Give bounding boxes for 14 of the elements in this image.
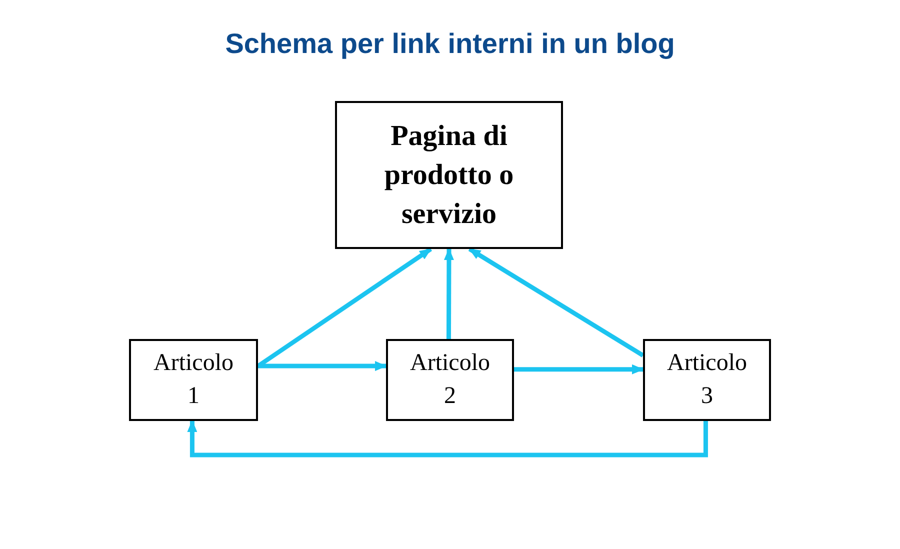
node-label: Articolo 2 <box>409 349 491 411</box>
article-box <box>643 339 771 421</box>
node-label: Articolo 3 <box>666 349 748 411</box>
arrow <box>187 420 708 458</box>
arrow <box>514 364 644 374</box>
article-box <box>386 339 514 421</box>
arrow <box>468 247 644 358</box>
node-label: Pagina di prodotto o servizio <box>383 118 515 232</box>
page-box <box>335 101 563 249</box>
title: Schema per link interni in un blog <box>225 27 675 61</box>
article-box <box>129 339 258 421</box>
arrow <box>444 248 454 339</box>
node-label: Articolo 1 <box>152 349 234 411</box>
arrow <box>258 361 387 372</box>
